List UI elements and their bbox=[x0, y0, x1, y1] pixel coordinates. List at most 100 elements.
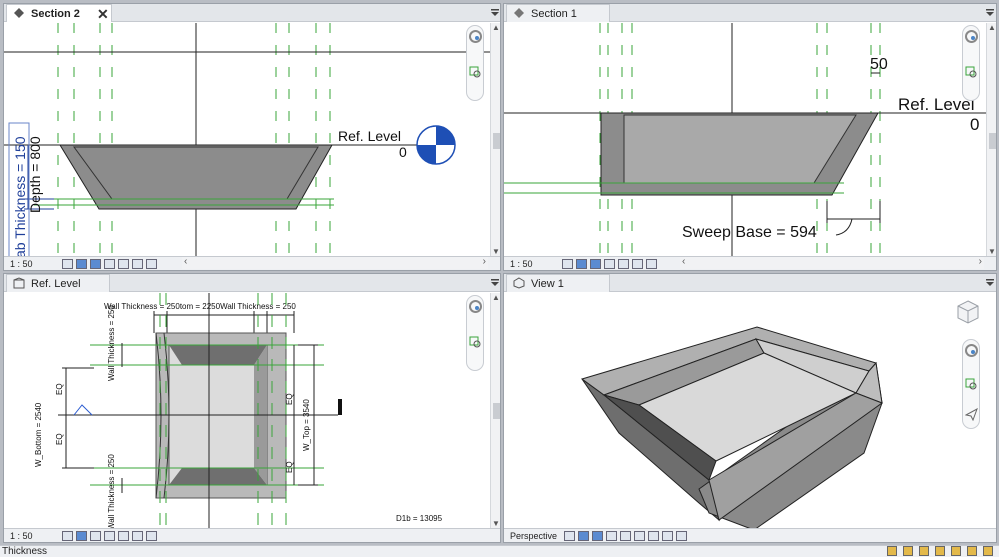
show-crop-icon[interactable] bbox=[648, 530, 659, 541]
view-ref-level[interactable]: Ref. Level Wall Thickness = 250tom = 225… bbox=[3, 273, 501, 543]
navigation-bar[interactable] bbox=[962, 339, 980, 429]
shadows-icon[interactable] bbox=[104, 530, 115, 541]
vertical-scrollbar[interactable]: ▲ ▼ bbox=[490, 293, 500, 528]
view-section-2[interactable]: Section 2 ✕ bbox=[3, 3, 501, 271]
eq-dim-4[interactable]: EQ bbox=[285, 461, 294, 473]
steering-wheel-icon[interactable] bbox=[469, 30, 482, 43]
drag-elements-icon[interactable] bbox=[967, 546, 977, 556]
sun-path-icon[interactable] bbox=[590, 258, 601, 269]
view-menu-icon[interactable] bbox=[985, 8, 995, 18]
select-underlay-icon[interactable] bbox=[935, 546, 945, 556]
navigation-bar[interactable] bbox=[466, 295, 484, 371]
crop-view-icon[interactable] bbox=[634, 530, 645, 541]
wall-thickness-left-bottom[interactable]: Wall Thickness = 250 bbox=[107, 454, 116, 530]
sweep-base-dim[interactable]: Sweep Base = 594 bbox=[682, 224, 817, 241]
scroll-left-icon[interactable]: ‹ bbox=[184, 256, 188, 267]
scroll-up-icon[interactable]: ▲ bbox=[492, 23, 500, 32]
d1b-dim[interactable]: D1b = 13095 bbox=[396, 514, 443, 523]
hide-isolate-icon[interactable] bbox=[146, 258, 157, 269]
depth-dim[interactable]: Depth = 800 bbox=[27, 136, 43, 213]
level-head-icon[interactable] bbox=[416, 125, 456, 165]
view-menu-icon[interactable] bbox=[490, 278, 500, 288]
lock-3d-icon[interactable] bbox=[662, 530, 673, 541]
select-pinned-icon[interactable] bbox=[951, 546, 961, 556]
visual-style-icon[interactable] bbox=[578, 530, 589, 541]
scroll-up-icon[interactable]: ▲ bbox=[988, 23, 996, 32]
steering-wheel-icon[interactable] bbox=[469, 300, 482, 313]
scroll-up-icon[interactable]: ▲ bbox=[492, 293, 500, 302]
show-crop-icon[interactable] bbox=[132, 530, 143, 541]
wall-thickness-left-top[interactable]: Wall Thickness = 250 bbox=[107, 305, 116, 381]
tab-section-1[interactable]: Section 1 bbox=[506, 4, 610, 22]
scroll-left-icon[interactable]: ‹ bbox=[682, 256, 686, 267]
visual-style-icon[interactable] bbox=[576, 258, 587, 269]
detail-level-icon[interactable] bbox=[62, 258, 73, 269]
close-icon[interactable]: ✕ bbox=[97, 6, 109, 22]
visual-style-icon[interactable] bbox=[76, 258, 87, 269]
steering-wheel-icon[interactable] bbox=[965, 30, 978, 43]
show-crop-icon[interactable] bbox=[132, 258, 143, 269]
show-crop-icon[interactable] bbox=[632, 258, 643, 269]
w-top-dim[interactable]: W_Top = 3540 bbox=[302, 399, 311, 451]
zoom-icon[interactable] bbox=[965, 66, 978, 79]
vertical-scrollbar[interactable]: ▲ ▼ bbox=[986, 23, 996, 256]
scroll-down-icon[interactable]: ▼ bbox=[988, 247, 996, 256]
slab-thickness-dim[interactable]: ab Thickness = 150 bbox=[12, 136, 28, 258]
tab-section-2[interactable]: Section 2 ✕ bbox=[6, 4, 112, 22]
zoom-icon[interactable] bbox=[965, 378, 978, 391]
scroll-thumb[interactable] bbox=[989, 133, 996, 149]
eq-dim-1[interactable]: EQ bbox=[55, 383, 64, 395]
view-scale[interactable]: 1 : 50 bbox=[510, 258, 533, 269]
tab-ref-level[interactable]: Ref. Level bbox=[6, 274, 110, 292]
sun-path-icon[interactable] bbox=[592, 530, 603, 541]
w-bottom-dim[interactable]: W_Bottom = 2540 bbox=[34, 402, 43, 467]
view-scale[interactable]: Perspective bbox=[510, 530, 558, 541]
view-menu-icon[interactable] bbox=[490, 8, 500, 18]
scroll-thumb[interactable] bbox=[493, 403, 500, 419]
sun-path-icon[interactable] bbox=[90, 258, 101, 269]
view-cube-icon[interactable] bbox=[956, 299, 980, 325]
send-icon[interactable] bbox=[965, 408, 978, 421]
scroll-right-icon[interactable]: › bbox=[482, 256, 486, 267]
view-scale[interactable]: 1 : 50 bbox=[10, 258, 33, 269]
worksets-icon[interactable] bbox=[887, 546, 897, 556]
dim-50[interactable]: 50 bbox=[870, 56, 888, 73]
filter-icon[interactable] bbox=[983, 546, 993, 556]
horizontal-scrollbar[interactable]: ‹ › bbox=[182, 256, 488, 269]
shadows-icon[interactable] bbox=[604, 258, 615, 269]
scroll-down-icon[interactable]: ▼ bbox=[492, 247, 500, 256]
zoom-icon[interactable] bbox=[469, 66, 482, 79]
eq-dim-2[interactable]: EQ bbox=[55, 433, 64, 445]
hide-isolate-icon[interactable] bbox=[646, 258, 657, 269]
drawing-canvas-section-2[interactable]: ab Thickness = 150 Depth = 800 Ref. Leve… bbox=[4, 23, 490, 258]
horizontal-scrollbar[interactable]: ‹ › bbox=[680, 256, 984, 269]
crop-view-icon[interactable] bbox=[618, 258, 629, 269]
drawing-canvas-section-1[interactable]: 50 Ref. Level 0 Sweep Base = 594 bbox=[504, 23, 986, 258]
view-scale[interactable]: 1 : 50 bbox=[10, 530, 33, 541]
navigation-bar[interactable] bbox=[962, 25, 980, 101]
navigation-bar[interactable] bbox=[466, 25, 484, 101]
scroll-thumb[interactable] bbox=[493, 133, 500, 149]
eq-dim-3[interactable]: EQ bbox=[285, 393, 294, 405]
zoom-icon[interactable] bbox=[469, 336, 482, 349]
view-menu-icon[interactable] bbox=[985, 278, 995, 288]
sun-path-icon[interactable] bbox=[90, 530, 101, 541]
view-3d[interactable]: View 1 Perspective bbox=[503, 273, 997, 543]
scroll-right-icon[interactable]: › bbox=[978, 256, 982, 267]
detail-level-icon[interactable] bbox=[564, 530, 575, 541]
crop-view-icon[interactable] bbox=[118, 258, 129, 269]
drawing-canvas-ref-level[interactable]: Wall Thickness = 250tom = 2250Wall Thick… bbox=[4, 293, 488, 530]
top-dimension-string[interactable]: Wall Thickness = 250tom = 2250Wall Thick… bbox=[104, 302, 296, 311]
detail-level-icon[interactable] bbox=[562, 258, 573, 269]
view-section-1[interactable]: Section 1 50 Ref. Level 0 bbox=[503, 3, 997, 271]
scroll-down-icon[interactable]: ▼ bbox=[492, 519, 500, 528]
tab-view-1[interactable]: View 1 bbox=[506, 274, 610, 292]
rendering-icon[interactable] bbox=[620, 530, 631, 541]
shadows-icon[interactable] bbox=[104, 258, 115, 269]
detail-level-icon[interactable] bbox=[62, 530, 73, 541]
visual-style-icon[interactable] bbox=[76, 530, 87, 541]
hide-isolate-icon[interactable] bbox=[146, 530, 157, 541]
drawing-canvas-view-1[interactable] bbox=[504, 293, 996, 530]
steering-wheel-icon[interactable] bbox=[965, 344, 978, 357]
design-options-icon[interactable] bbox=[903, 546, 913, 556]
